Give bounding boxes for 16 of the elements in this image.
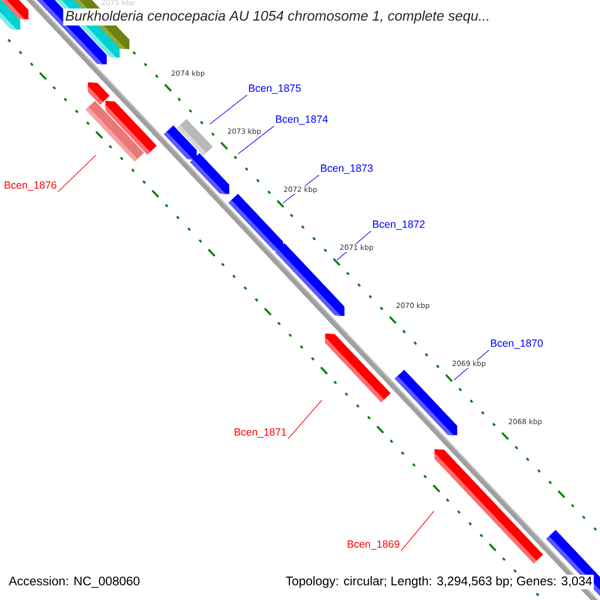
title: Burkholderia cenocepacia AU 1054 chromosome 1, complete sequ... [63,8,492,26]
leader-line [58,154,96,192]
gene-label: Bcen_1870 [491,339,543,349]
leader-line [288,400,322,440]
gene-label: Bcen_1876 [4,181,56,191]
leader-line [238,126,274,154]
gene-label: Bcen_1869 [348,540,400,550]
leader-line [400,510,434,552]
gene-label: Bcen_1871 [234,428,286,438]
topology-text: Topology: circular; Length: 3,294,563 bp; Genes: 3,034 [284,574,594,590]
gene-label: Bcen_1874 [276,115,328,125]
accession-text: Accession: NC_008060 [7,574,142,590]
gene-label: Bcen_1873 [321,164,373,174]
gene-label: Bcen_1872 [373,220,425,230]
leader-line [210,94,248,124]
gene-label: Bcen_1875 [249,84,301,94]
